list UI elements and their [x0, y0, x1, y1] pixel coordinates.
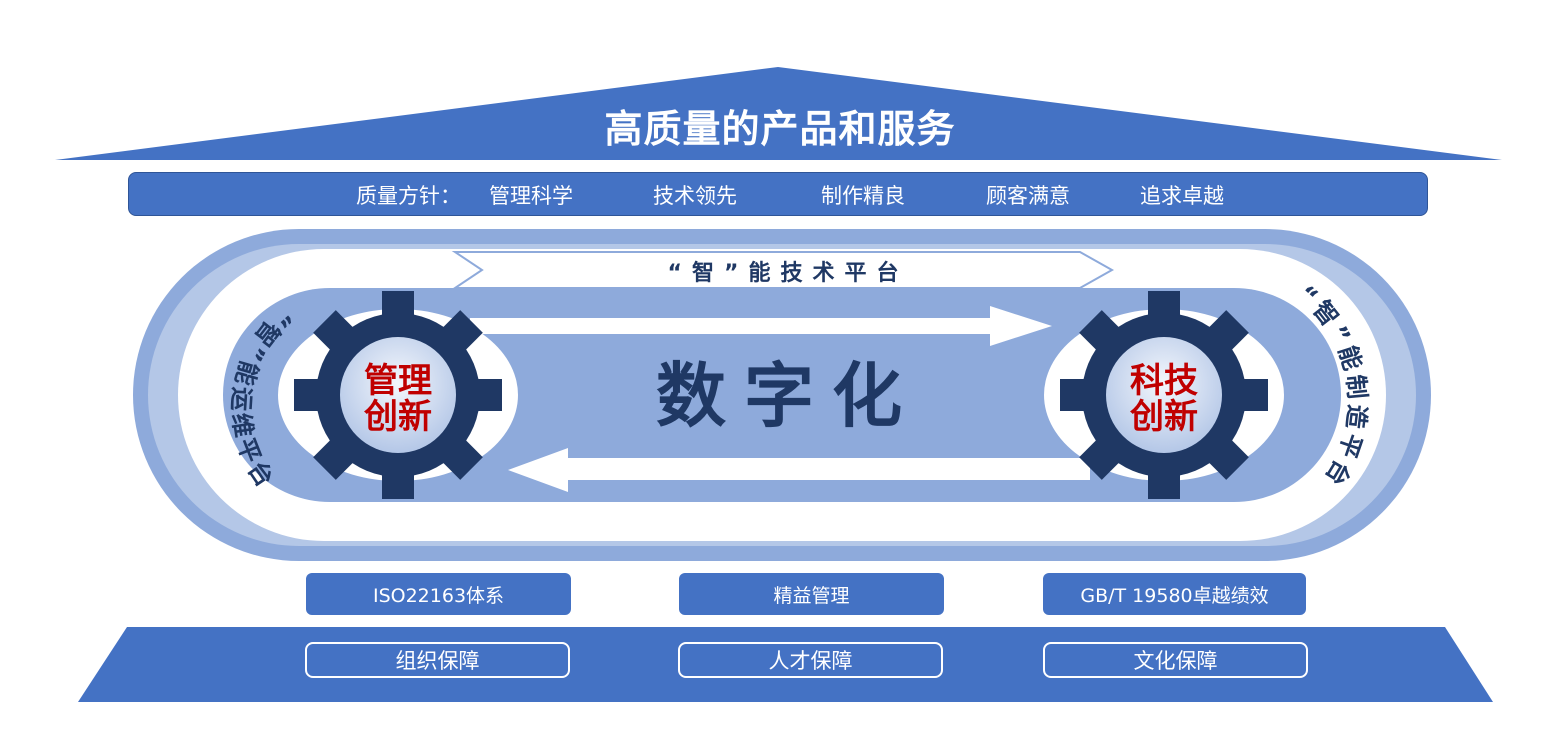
gear-right-line1: 科技: [1130, 361, 1198, 401]
policy-item: 追求卓越: [1140, 184, 1224, 208]
support-box-organization: 组织保障: [305, 642, 570, 678]
policy-item: 顾客满意: [986, 184, 1070, 208]
gear-right: [1044, 291, 1284, 499]
system-box-iso22163: ISO22163体系: [306, 573, 571, 615]
policy-item: 技术领先: [653, 184, 737, 208]
gear-left: [278, 291, 518, 499]
system-box-gbt19580: GB/T 19580卓越绩效: [1043, 573, 1306, 615]
roof-title: 高质量的产品和服务: [604, 107, 956, 151]
gear-left-line2: 创新: [363, 397, 432, 437]
center-title: 数字化: [656, 355, 920, 437]
top-platform-label: “智”能技术平台: [668, 260, 909, 286]
policy-item: 管理科学: [489, 184, 573, 208]
gear-left-line1: 管理: [364, 361, 432, 401]
roof-triangle: [55, 67, 1502, 160]
gear-right-line2: 创新: [1129, 397, 1198, 437]
left-arrow: [508, 448, 1090, 492]
system-box-lean: 精益管理: [679, 573, 944, 615]
policy-item: 制作精良: [821, 184, 905, 208]
foundation-base: [78, 627, 1493, 702]
support-box-culture: 文化保障: [1043, 642, 1308, 678]
top-chevron-arrow: [451, 251, 1115, 289]
right-arrow: [470, 306, 1052, 346]
support-box-talent: 人才保障: [678, 642, 943, 678]
loop-center-band: [400, 335, 1164, 457]
quality-policy-bar: [128, 172, 1428, 216]
quality-policy-label: 质量方针：: [356, 184, 461, 208]
